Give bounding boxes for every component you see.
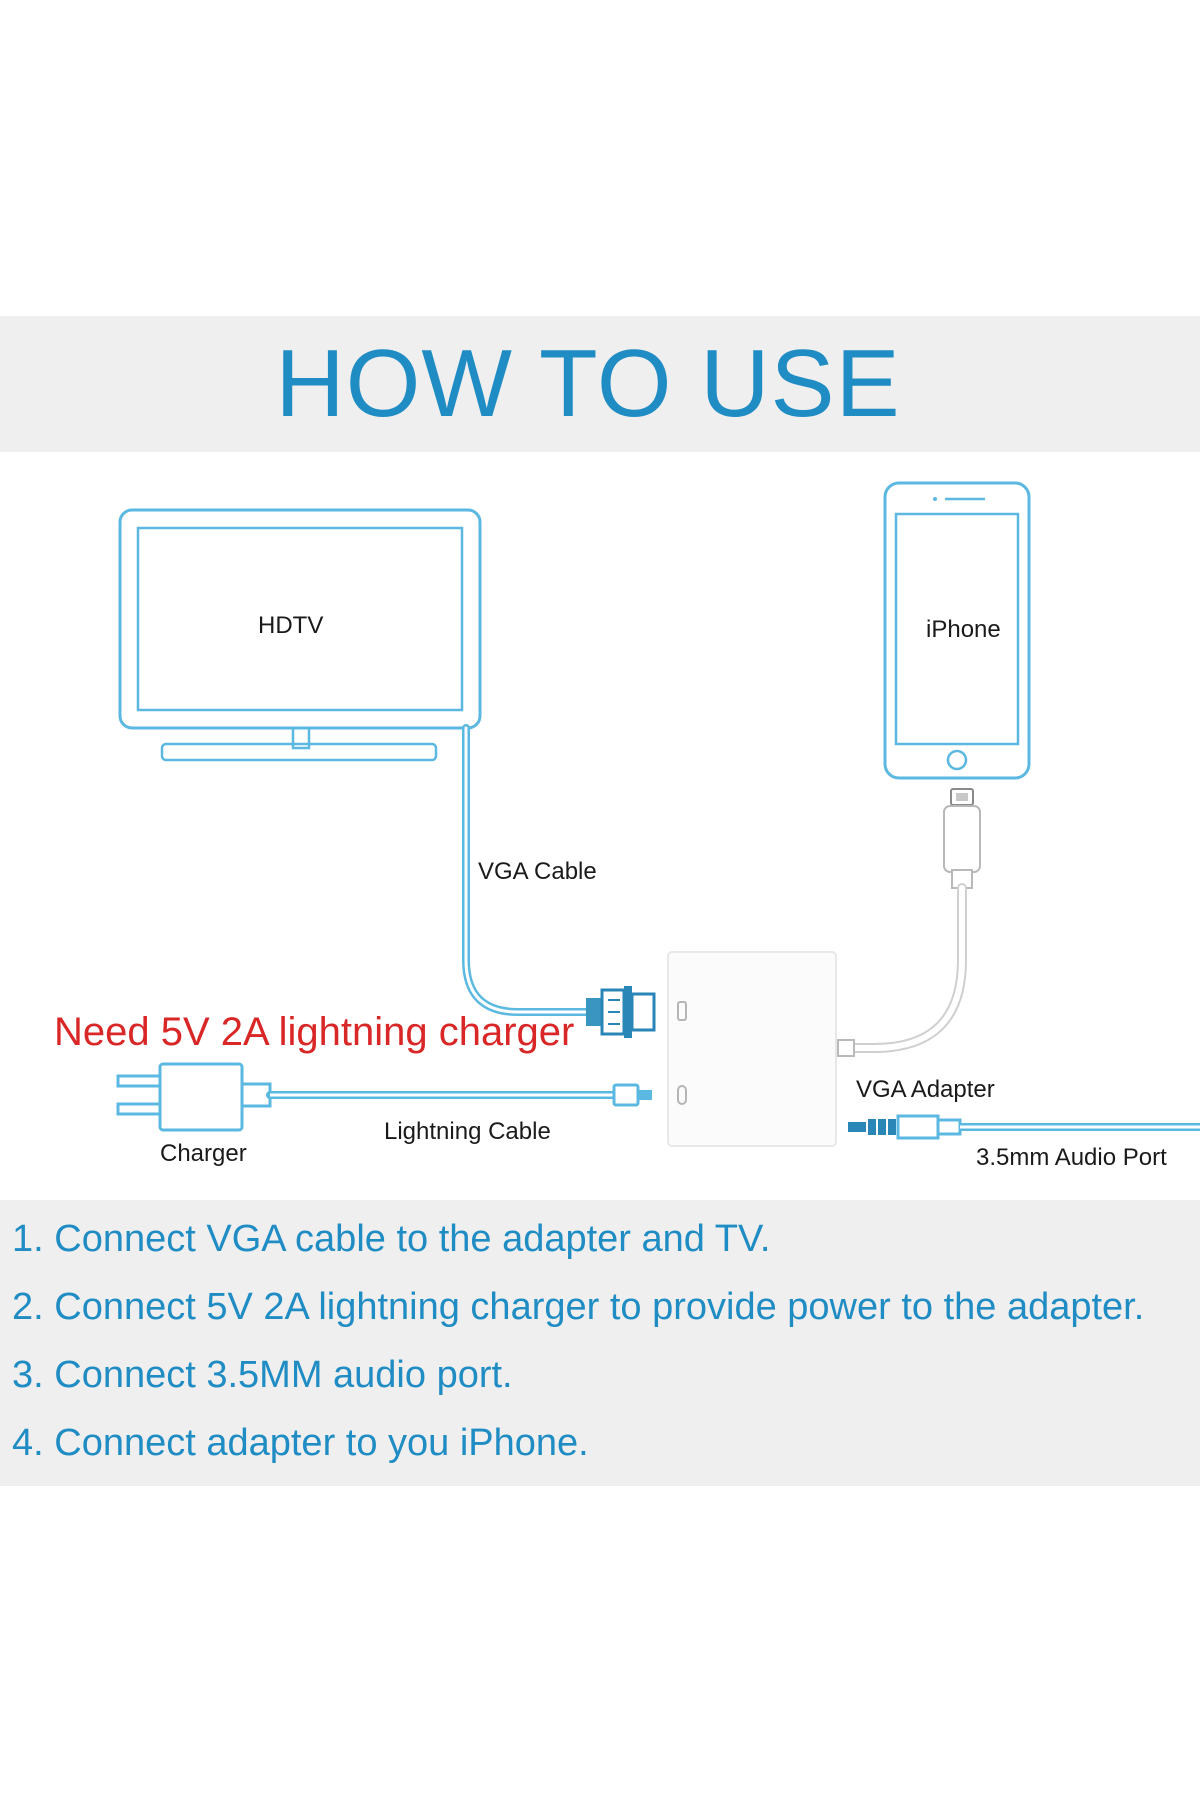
charger-label: Charger (160, 1140, 247, 1167)
steps-band (0, 1200, 1200, 1486)
charger-illustration (116, 1062, 272, 1132)
audio-port-label: 3.5mm Audio Port (976, 1144, 1167, 1171)
iphone-label: iPhone (926, 616, 1001, 643)
charger-warning: Need 5V 2A lightning charger (54, 1010, 575, 1054)
lightning-cable-label: Lightning Cable (384, 1118, 551, 1145)
lightning-plug-icon (943, 788, 981, 889)
iphone-illustration (883, 481, 1031, 780)
step-4: 4. Connect adapter to you iPhone. (12, 1422, 589, 1464)
vga-adapter-illustration (667, 951, 837, 1147)
title-band (0, 316, 1200, 452)
vga-cable-label: VGA Cable (478, 858, 597, 885)
page-title: HOW TO USE (275, 330, 901, 437)
vga-adapter-label: VGA Adapter (856, 1076, 995, 1103)
step-1: 1. Connect VGA cable to the adapter and … (12, 1218, 771, 1260)
step-3: 3. Connect 3.5MM audio port. (12, 1354, 513, 1396)
connection-diagram (116, 481, 1200, 1147)
audio-jack-icon (848, 1114, 962, 1140)
hdtv-label: HDTV (258, 612, 324, 639)
step-2: 2. Connect 5V 2A lightning charger to pr… (12, 1286, 1145, 1328)
lightning-plug-end-icon (612, 1083, 640, 1107)
hdtv-illustration (118, 508, 482, 762)
vga-connector-icon (586, 986, 656, 1038)
